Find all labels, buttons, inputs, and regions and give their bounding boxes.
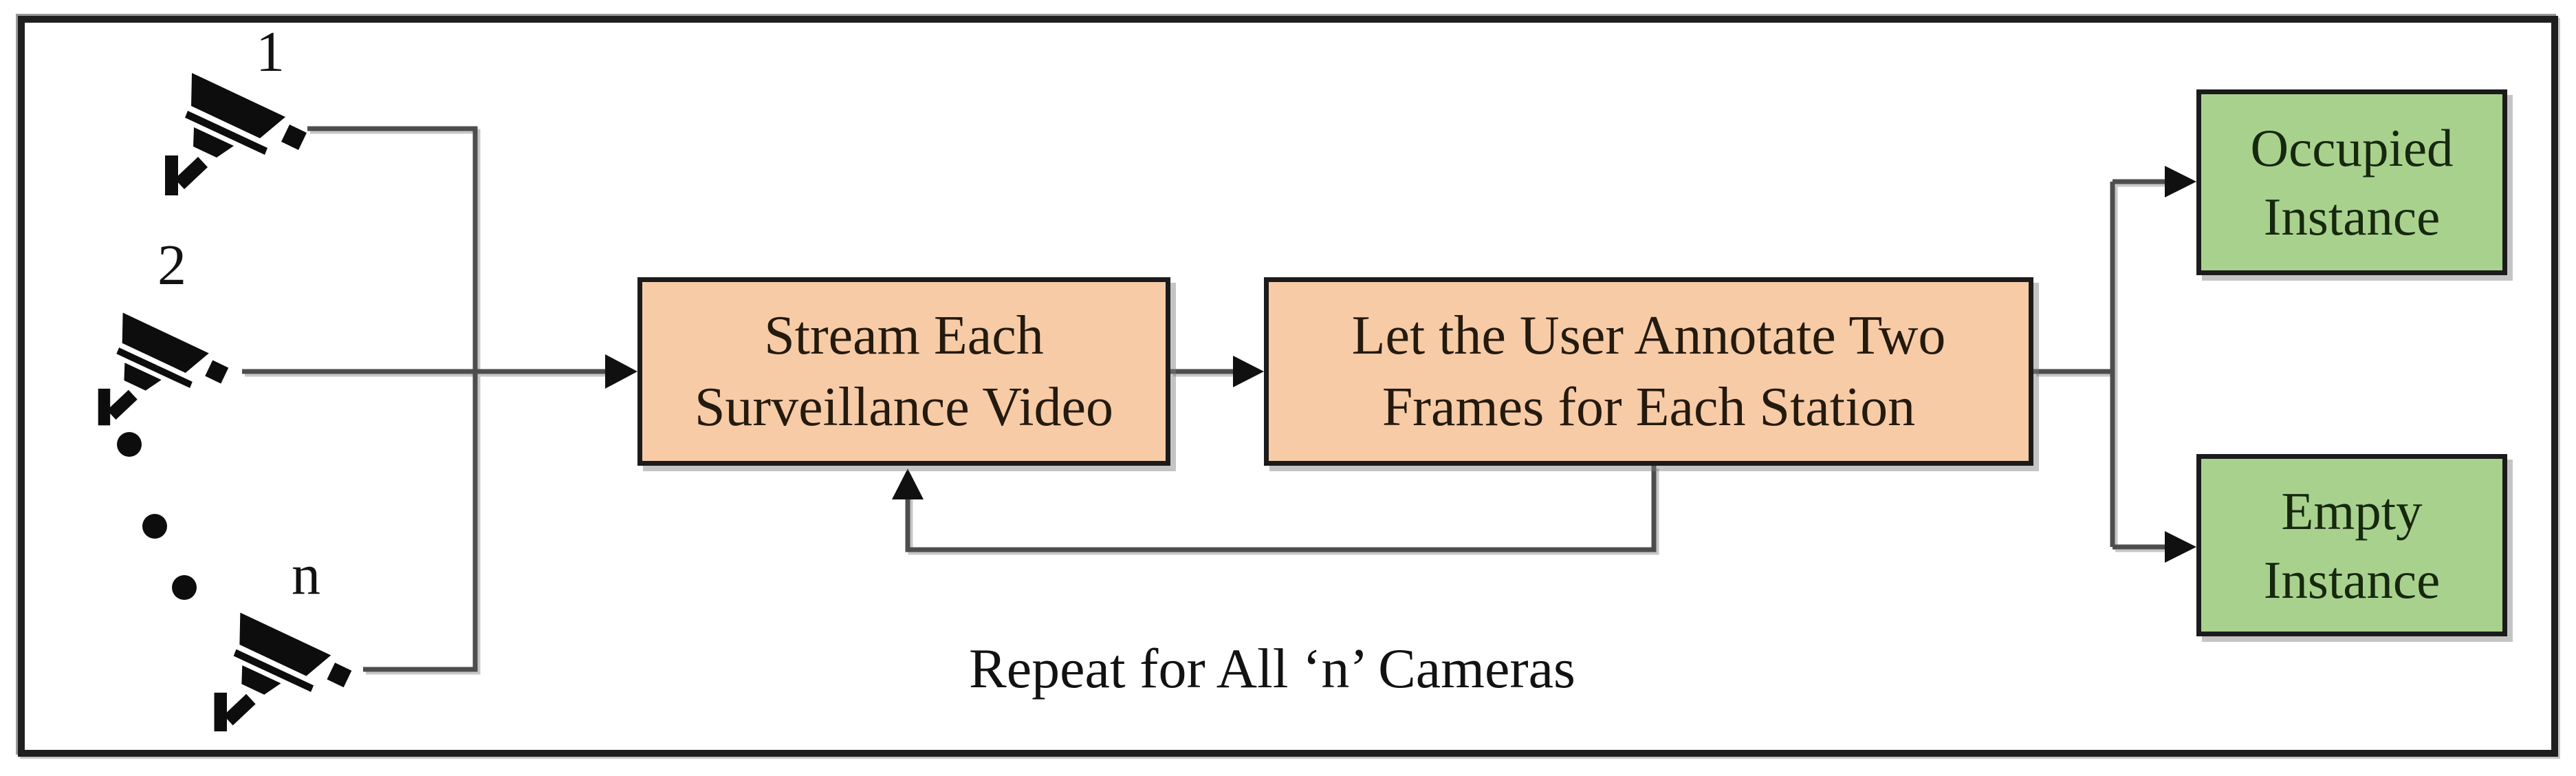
- arrowhead-into-occupied: [2165, 166, 2196, 197]
- ellipsis-dots: [117, 432, 197, 600]
- arrowhead-into-annotate: [1233, 356, 1264, 387]
- box-label-line: Instance: [2263, 550, 2441, 610]
- process-box-annotate-frames: Let the User Annotate Two Frames for Eac…: [1264, 277, 2033, 466]
- output-box-empty-instance: Empty Instance: [2196, 454, 2507, 636]
- arrowhead-into-stream: [605, 354, 637, 389]
- box-label-line: Let the User Annotate Two: [1351, 305, 1946, 366]
- connector-lines: [242, 126, 2168, 672]
- annotate-to-branch-line: [2033, 179, 2168, 550]
- diagram-border-frame: [18, 16, 2558, 757]
- box-label-line: Stream Each: [764, 305, 1044, 366]
- arrowhead-feedback-up: [892, 468, 924, 499]
- cctv-camera-icon-n: [214, 612, 352, 732]
- feedback-loop-line: [905, 466, 1657, 552]
- camera-label-2: 2: [157, 233, 186, 297]
- output-box-occupied-instance: Occupied Instance: [2196, 89, 2507, 275]
- camera-trunk-line: [307, 126, 478, 672]
- cctv-camera-icon-2: [98, 312, 229, 426]
- box-label-line: Occupied: [2250, 118, 2454, 177]
- process-box-stream-video: Stream Each Surveillance Video: [637, 277, 1170, 466]
- arrowheads: [605, 166, 2196, 563]
- box-label-line: Empty: [2281, 481, 2423, 541]
- box-label-line: Surveillance Video: [694, 377, 1114, 438]
- camera-label-1: 1: [256, 20, 285, 84]
- arrowhead-into-empty: [2165, 531, 2196, 563]
- camera-label-n: n: [292, 543, 320, 607]
- box-label-line: Instance: [2263, 187, 2441, 246]
- repeat-caption: Repeat for All ‘n’ Cameras: [969, 637, 1575, 700]
- box-label-line: Frames for Each Station: [1382, 377, 1916, 438]
- cctv-camera-icon-1: [165, 73, 307, 195]
